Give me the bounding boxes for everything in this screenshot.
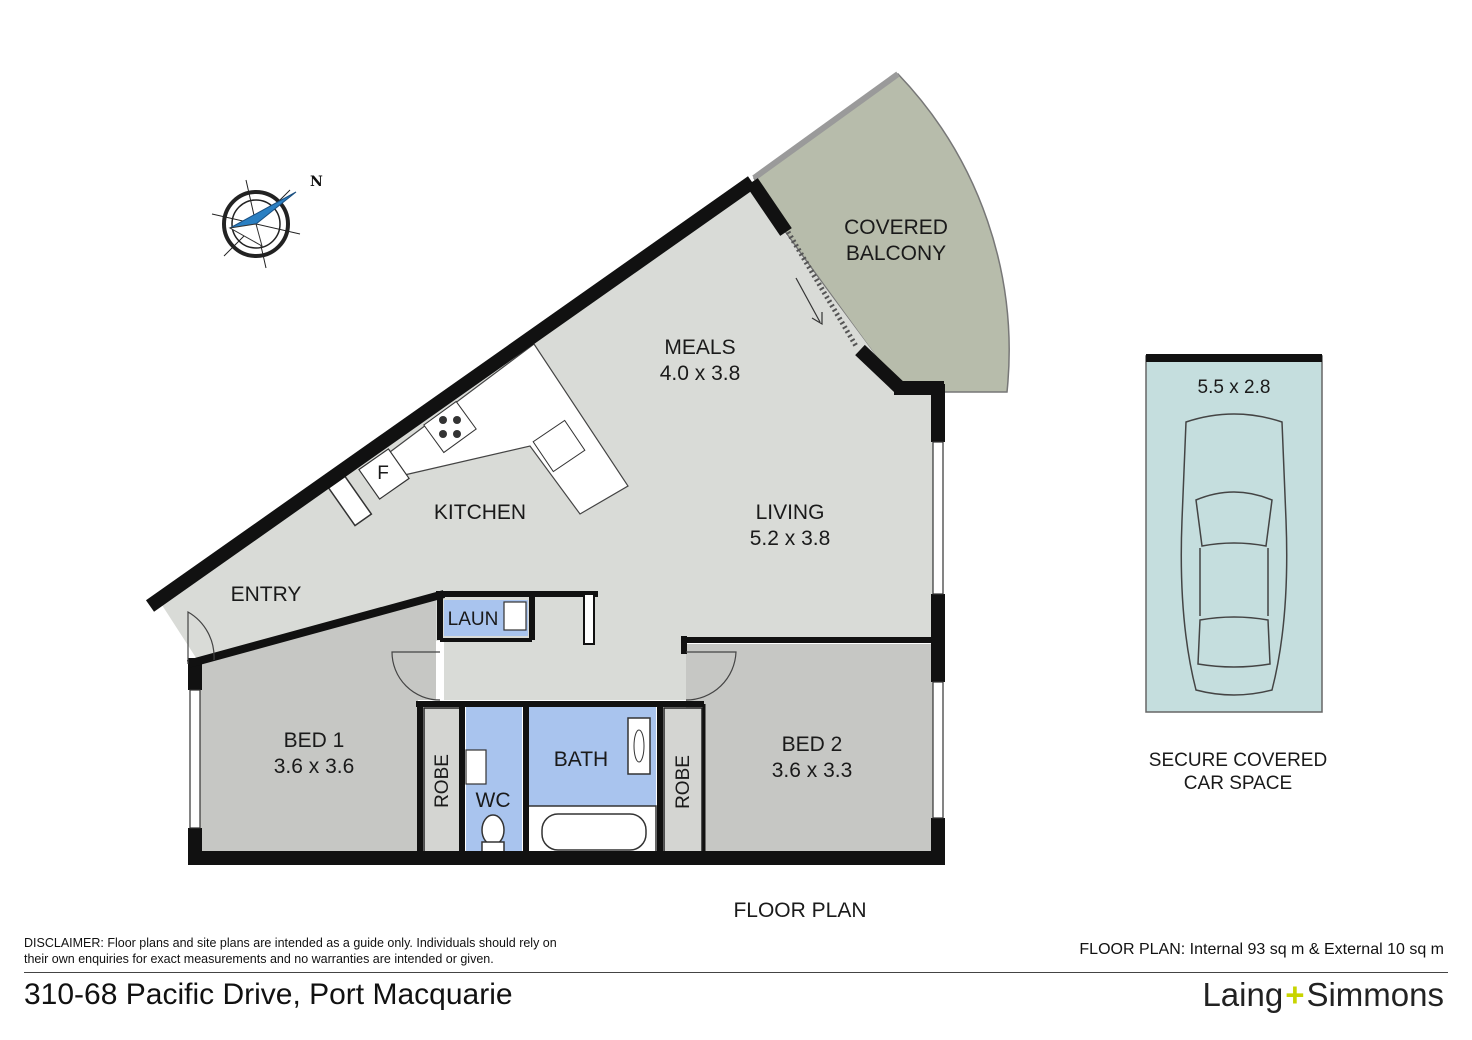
bed1-label: BED 1	[284, 729, 345, 752]
kitchen-label: KITCHEN	[434, 501, 526, 524]
bathtub-icon	[541, 813, 647, 851]
meals-label: MEALS	[664, 336, 735, 359]
toilet-icon	[481, 814, 505, 846]
covered-balcony	[753, 73, 1010, 393]
balcony-label-line1: COVERED	[844, 216, 948, 239]
north-label: N	[310, 174, 323, 190]
disclaimer-text: DISCLAIMER: Floor plans and site plans a…	[24, 936, 557, 966]
bed2-window	[932, 681, 944, 819]
vanity-icon	[627, 717, 651, 775]
living-size: 5.2 x 3.8	[750, 527, 831, 550]
entry-label: ENTRY	[231, 583, 302, 606]
compass-icon	[211, 179, 301, 269]
car-space-label-line2: CAR SPACE	[1184, 773, 1292, 794]
car-icon	[1180, 413, 1288, 696]
brand-right: Simmons	[1306, 976, 1444, 1013]
entry-door-icon	[187, 610, 215, 664]
wc-label: WC	[476, 789, 511, 812]
fridge-space	[358, 448, 410, 500]
brand-plus-icon: +	[1285, 976, 1305, 1013]
kitchen-sink-icon	[532, 419, 586, 473]
bed1-door-icon	[391, 651, 441, 701]
area-summary: FLOOR PLAN: Internal 93 sq m & External …	[1079, 941, 1444, 958]
living-label: LIVING	[756, 501, 825, 524]
fridge-label: F	[377, 463, 389, 484]
bed2-size: 3.6 x 3.3	[772, 759, 853, 782]
plan-title: FLOOR PLAN	[733, 899, 866, 922]
meals-size: 4.0 x 3.8	[660, 362, 741, 385]
bed2-label: BED 2	[782, 733, 843, 756]
laundry-label: LAUN	[448, 609, 499, 630]
car-space-size: 5.5 x 2.8	[1198, 377, 1271, 398]
bed1-window	[189, 689, 201, 829]
agency-logo: Laing+Simmons	[1202, 976, 1444, 1014]
bed1-floor	[200, 600, 436, 858]
bath-label: BATH	[554, 748, 608, 771]
balcony-label-line2: BALCONY	[846, 242, 946, 265]
robe1-label: ROBE	[432, 754, 453, 808]
bed1-size: 3.6 x 3.6	[274, 755, 355, 778]
footer-divider	[24, 972, 1448, 973]
car-space-label-line1: SECURE COVERED	[1149, 750, 1327, 771]
robe2-floor	[663, 707, 703, 857]
living-window	[932, 441, 944, 595]
wc-basin-icon	[465, 749, 487, 785]
property-address: 310-68 Pacific Drive, Port Macquarie	[24, 978, 513, 1011]
laundry-tub-icon	[503, 601, 527, 631]
brand-left: Laing	[1202, 976, 1284, 1013]
cooktop-icon	[423, 400, 477, 454]
bed2-floor	[686, 644, 938, 858]
bed2-door-icon	[685, 651, 737, 701]
car-space	[1145, 355, 1323, 713]
robe2-label: ROBE	[673, 755, 694, 809]
